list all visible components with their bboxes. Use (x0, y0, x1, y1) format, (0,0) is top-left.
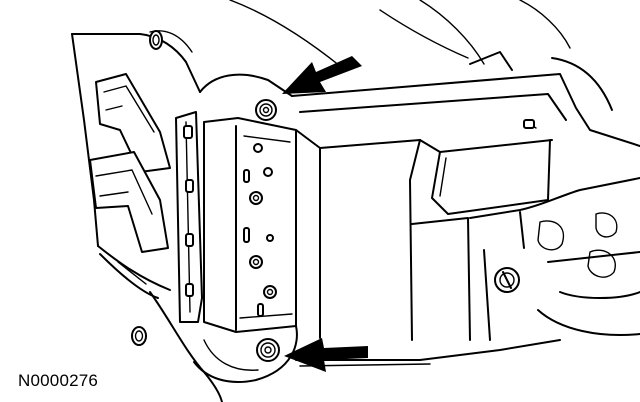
lower-handle-slot (89, 151, 169, 253)
hinge-strap (175, 111, 203, 323)
figure-id-label: N0000276 (18, 371, 99, 390)
console-housing (291, 73, 640, 341)
panel-washer-bottom (131, 326, 147, 346)
upper-fastener-arrow (282, 56, 362, 94)
lower-fastener-arrow (284, 338, 368, 372)
upper-fastener-nut (255, 99, 277, 121)
upper-handle-slot (95, 73, 171, 173)
console-knob (494, 267, 520, 293)
body-opening-frame (193, 73, 298, 383)
console-cavity (411, 177, 640, 341)
body-outline (229, 0, 613, 111)
lower-fastener-nut (256, 338, 280, 362)
mounting-bracket (203, 117, 297, 333)
panel-washer-top (149, 30, 163, 50)
